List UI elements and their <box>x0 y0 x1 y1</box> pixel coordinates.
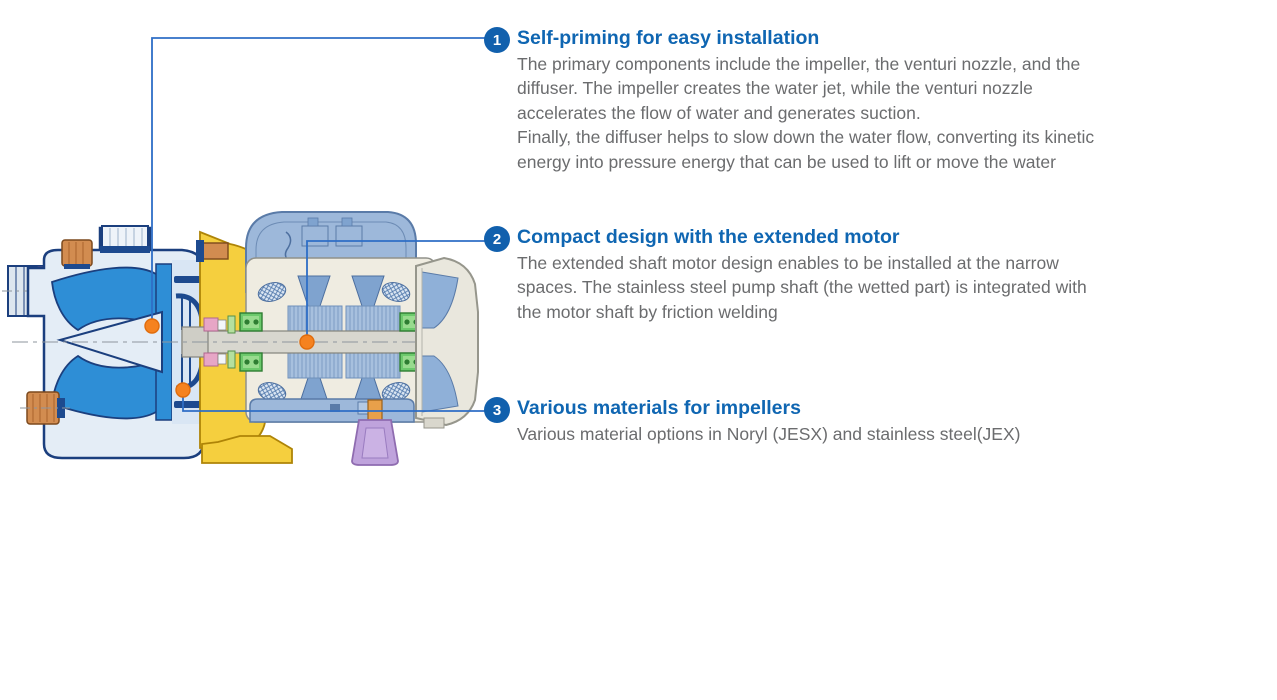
callout-lines <box>144 37 486 412</box>
callout-2-line <box>306 240 486 342</box>
motor-foot <box>351 399 399 466</box>
callout-3-badge: 3 <box>484 397 510 423</box>
callout-2-title: Compact design with the extended motor <box>517 226 900 248</box>
drain-plug <box>20 391 70 425</box>
callout-2-badge: 2 <box>484 226 510 252</box>
callout-2-body: The extended shaft motor design enables … <box>517 253 1087 322</box>
callout-3-body: Various material options in Noryl (JESX)… <box>517 424 1021 444</box>
callout-2-marker-dot <box>299 334 315 350</box>
callout-3-title: Various materials for impellers <box>517 397 801 419</box>
callout-1-title: Self-priming for easy installation <box>517 27 820 49</box>
callout-1-body: The primary components include the impel… <box>517 54 1095 172</box>
callout-1-line <box>151 37 486 326</box>
callout-1-marker-dot <box>144 318 160 334</box>
priming-plug <box>61 239 93 269</box>
mechanical-seal <box>203 315 236 369</box>
callout-1-badge: 1 <box>484 27 510 53</box>
callout-3-marker-dot <box>175 382 191 398</box>
end-cover <box>415 256 479 429</box>
